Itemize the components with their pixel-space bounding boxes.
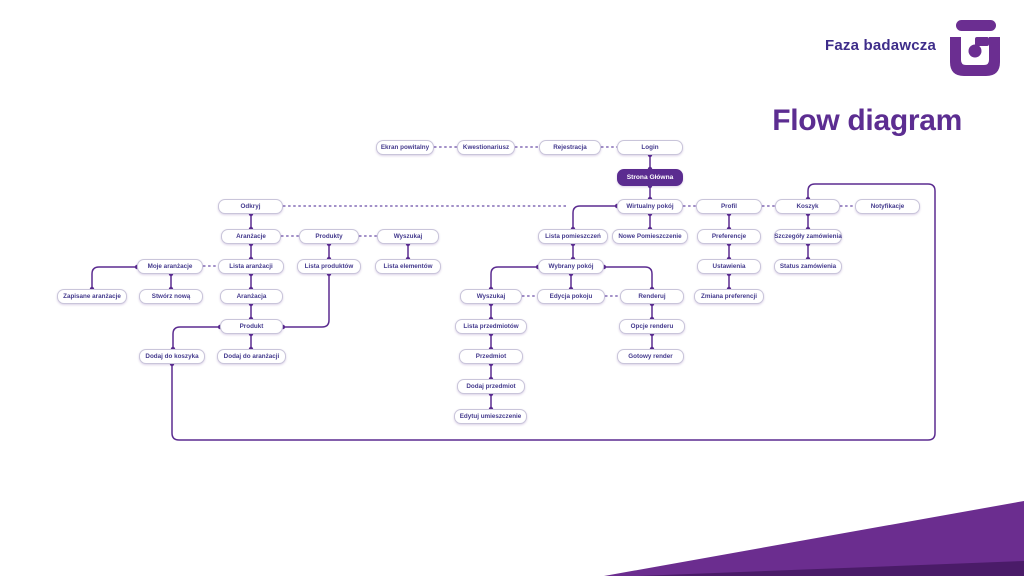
node-moje-aranzacje: Moje aranżacje xyxy=(137,259,203,274)
node-aranzacje: Aranżacje xyxy=(221,229,281,244)
node-szczegoly-zamowienia: Szczegóły zamówienia xyxy=(774,229,842,244)
node-rejestracja: Rejestracja xyxy=(539,140,601,155)
node-wirtualny-pokoj: Wirtualny pokój xyxy=(617,199,683,214)
node-dodaj-przedmiot: Dodaj przedmiot xyxy=(457,379,525,394)
node-notyfikacje: Notyfikacje xyxy=(855,199,920,214)
node-wybrany-pokoj: Wybrany pokój xyxy=(538,259,604,274)
node-ustawienia: Ustawienia xyxy=(697,259,761,274)
connector xyxy=(283,274,330,328)
node-dodaj-do-aranzacji: Dodaj do aranżacji xyxy=(217,349,286,364)
node-status-zamowienia: Status zamówienia xyxy=(774,259,842,274)
node-wyszukaj-katalog: Wyszukaj xyxy=(377,229,439,244)
node-zmiana-preferencji: Zmiana preferencji xyxy=(694,289,764,304)
node-gotowy-render: Gotowy render xyxy=(617,349,684,364)
connector xyxy=(172,326,220,349)
node-opcje-renderu: Opcje renderu xyxy=(619,319,685,334)
page-title: Flow diagram xyxy=(772,104,962,137)
node-zapisane-aranzacje: Zapisane aranżacje xyxy=(57,289,127,304)
connector xyxy=(171,183,936,441)
node-profil: Profil xyxy=(696,199,762,214)
node-stworz-nowa: Stwórz nową xyxy=(139,289,203,304)
node-aranzacja: Aranżacja xyxy=(220,289,283,304)
node-produkty: Produkty xyxy=(299,229,359,244)
node-preferencje: Preferencje xyxy=(697,229,761,244)
node-wyszukaj-pokoj: Wyszukaj xyxy=(460,289,522,304)
node-nowe-pomieszczenie: Nowe Pomieszczenie xyxy=(612,229,688,244)
node-lista-pomieszczen: Lista pomieszczeń xyxy=(538,229,608,244)
node-lista-elementow: Lista elementów xyxy=(375,259,441,274)
node-kwestionariusz: Kwestionariusz xyxy=(457,140,515,155)
brand-logo-icon xyxy=(950,20,1000,76)
node-przedmiot: Przedmiot xyxy=(459,349,523,364)
node-strona-glowna: Strona Główna xyxy=(617,169,683,186)
node-odkryj: Odkryj xyxy=(218,199,283,214)
node-edycja-pokoju: Edycja pokoju xyxy=(537,289,605,304)
node-lista-aranzacji: Lista aranżacji xyxy=(218,259,284,274)
brand-label: Faza badawcza xyxy=(825,37,936,54)
node-lista-produktow: Lista produktów xyxy=(297,259,361,274)
node-renderuj: Renderuj xyxy=(620,289,684,304)
node-produkt: Produkt xyxy=(220,319,283,334)
connector xyxy=(604,266,653,289)
node-koszyk: Koszyk xyxy=(775,199,840,214)
node-ekran-powitalny: Ekran powitalny xyxy=(376,140,434,155)
connector xyxy=(490,266,538,289)
node-lista-przedmiotow: Lista przedmiotów xyxy=(455,319,527,334)
connector xyxy=(91,266,137,289)
node-dodaj-do-koszyka: Dodaj do koszyka xyxy=(139,349,205,364)
node-login: Login xyxy=(617,140,683,155)
node-edytuj-umieszczenie: Edytuj umieszczenie xyxy=(454,409,527,424)
connector xyxy=(572,205,617,229)
